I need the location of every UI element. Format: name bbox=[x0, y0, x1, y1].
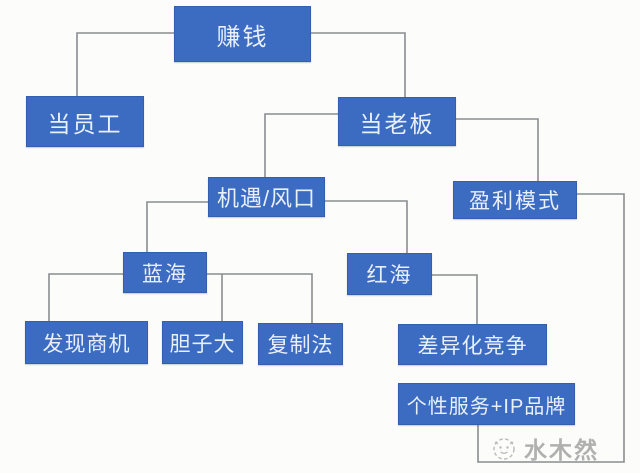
node-opportunity-trend: 机遇/风口 bbox=[208, 177, 325, 217]
node-red-ocean: 红海 bbox=[347, 253, 432, 295]
node-be-boss: 当老板 bbox=[338, 97, 456, 146]
node-differentiated-competition: 差异化竞争 bbox=[398, 324, 547, 365]
node-make-money: 赚钱 bbox=[174, 6, 311, 62]
connector-be-boss-profit-model bbox=[456, 118, 539, 181]
watermark-text: 水木然 bbox=[524, 437, 599, 463]
connector-red-ocean-differentiation bbox=[432, 274, 478, 324]
node-spot-opportunity: 发现商机 bbox=[25, 321, 148, 364]
node-copy-method: 复制法 bbox=[258, 323, 343, 365]
node-profit-model: 盈利模式 bbox=[453, 181, 577, 219]
connector-opportunity-red-ocean bbox=[325, 200, 408, 253]
watermark-logo-icon bbox=[493, 437, 515, 460]
connector-make-money-be-employee bbox=[76, 32, 174, 96]
watermark: 水木然 bbox=[490, 431, 599, 465]
node-boldness: 胆子大 bbox=[162, 321, 243, 364]
node-be-employee: 当员工 bbox=[26, 96, 144, 147]
node-blue-ocean: 蓝海 bbox=[123, 252, 207, 293]
node-personalized-service-ip-brand: 个性服务+IP品牌 bbox=[398, 383, 575, 425]
connector-blue-ocean-copy-method bbox=[207, 273, 313, 323]
connector-make-money-be-boss bbox=[311, 32, 406, 97]
connector-blue-ocean-spot-opportunity bbox=[48, 273, 123, 321]
connector-opportunity-blue-ocean bbox=[146, 201, 208, 252]
connector-be-boss-opportunity bbox=[264, 113, 338, 177]
